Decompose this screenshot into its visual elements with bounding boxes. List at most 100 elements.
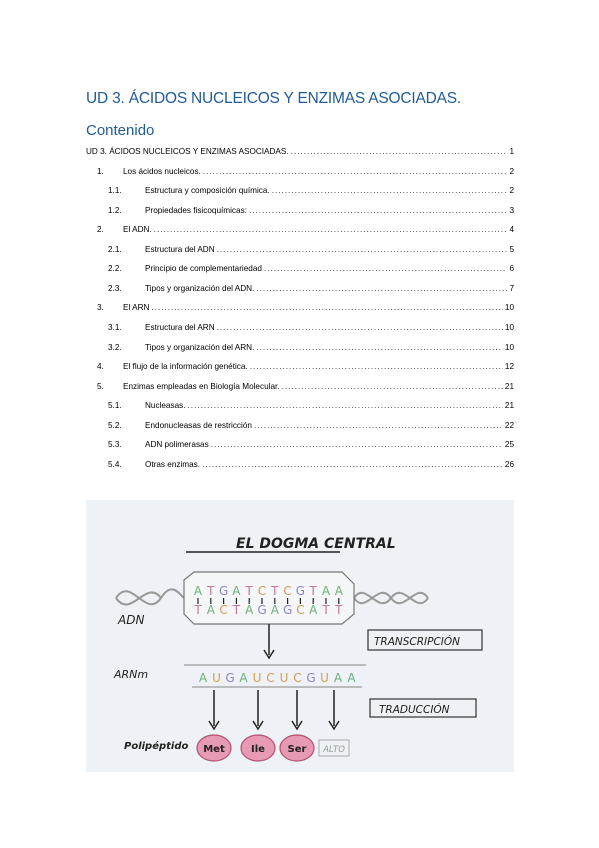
toc-entry-page: 12 [504, 362, 514, 372]
toc-entry[interactable]: 1.2.Propiedades fisicoquímicas:3 [86, 201, 514, 215]
dna-helix-left [115, 588, 185, 606]
toc-entry-page: 2 [509, 186, 514, 196]
dna-bottom-base: C [296, 603, 304, 617]
dna-bottom-base: C [219, 603, 227, 617]
traduccion-label: TRADUCCIÓN [379, 703, 450, 716]
toc-entry-number: 1.1. [108, 186, 122, 196]
figure-title: EL DOGMA CENTRAL [236, 536, 396, 552]
toc-entry-page: 21 [504, 381, 514, 391]
toc-entry-label: Nucleasas. [145, 401, 186, 411]
toc-leader-dots [272, 186, 508, 195]
amino-acid-label: Ser [288, 744, 307, 755]
toc-leader-dots [151, 303, 503, 312]
toc-entry-label: Tipos y organización del ADN. [145, 283, 255, 293]
toc-entry-number: 5.3. [108, 440, 122, 450]
translation-arrowhead [291, 720, 303, 731]
toc-entry-page: 21 [504, 401, 514, 411]
toc-entry-page: 26 [504, 459, 514, 469]
amino-acid-bead [196, 734, 232, 762]
toc-entry-page: 10 [504, 303, 514, 313]
toc-entry[interactable]: 5.3. ADN polimerasas 25 [86, 435, 514, 449]
dna-bottom-base: T [334, 603, 343, 617]
dna-top-base: A [322, 584, 331, 598]
toc-entry-label: Estructura y composición química. [145, 186, 270, 196]
arnm-label: ARNm [113, 668, 148, 681]
toc-leader-dots [256, 284, 507, 293]
dna-top-base: G [296, 584, 305, 598]
mrna-base: A [334, 671, 343, 685]
traduccion-box [369, 698, 477, 718]
mrna-base: U [320, 671, 329, 685]
toc-entry[interactable]: 2.El ADN.4 [86, 220, 514, 234]
dna-bottom-base: T [321, 603, 330, 617]
amino-acid-bead [279, 734, 315, 762]
toc-entry[interactable]: 5.2.Endonucleasas de restricción22 [86, 416, 514, 430]
toc-entry[interactable]: 2.3.Tipos y organización del ADN.7 [86, 279, 514, 293]
toc-leader-dots [188, 401, 503, 410]
toc-entry-page: 22 [504, 420, 514, 430]
toc-entry[interactable]: 3.El ARN10 [86, 298, 514, 312]
toc-entry[interactable]: 1.Los ácidos nucleicos.2 [86, 162, 514, 176]
dna-top-base: A [335, 584, 344, 598]
toc-entry-label: UD 3. ÁCIDOS NUCLEICOS Y ENZIMAS ASOCIAD… [86, 147, 289, 156]
mrna-base: G [306, 671, 315, 685]
mrna-base: A [239, 671, 248, 685]
mrna-base: U [253, 671, 262, 685]
dna-top-base: T [245, 584, 254, 598]
toc-entry[interactable]: 5.1.Nucleasas.21 [86, 396, 514, 410]
toc-entry-number: 5.4. [108, 459, 122, 469]
toc-entry[interactable]: 1.1. Estructura y composición química. 2 [86, 181, 514, 195]
toc-entry[interactable]: 4.El flujo de la información genética.12 [86, 357, 514, 371]
toc-leader-dots [202, 460, 503, 469]
toc-entry-label: Propiedades fisicoquímicas: [145, 205, 247, 215]
toc-entry[interactable]: 5.4. Otras enzimas. 26 [86, 455, 514, 469]
amino-acid-label: Met [203, 744, 225, 755]
adn-label: ADN [117, 613, 144, 627]
dna-bottom-base: A [245, 603, 254, 617]
dna-bottom-base: G [283, 603, 292, 617]
toc-entry-page: 25 [504, 440, 514, 450]
toc-leader-dots [256, 343, 503, 352]
toc-entry-label: El ADN. [123, 225, 152, 235]
toc-leader-dots [203, 167, 508, 176]
toc-entry[interactable]: 2.2. Principio de complementariedad 6 [86, 259, 514, 273]
toc-entry-label: Otras enzimas. [145, 459, 201, 469]
toc-entry-page: 2 [509, 166, 514, 176]
toc-entry-number: 3.1. [108, 322, 122, 332]
toc-entry-label: ADN polimerasas [145, 440, 209, 450]
toc-entry[interactable]: 3.1.Estructura del ARN10 [86, 318, 514, 332]
toc-entry[interactable]: 2.1.Estructura del ADN5 [86, 240, 514, 254]
toc-entry[interactable]: 5. Enzimas empleadas en Biología Molecula… [86, 377, 514, 391]
toc-entry-label: Tipos y organización del ARN. [145, 342, 255, 352]
dna-bottom-base: T [193, 603, 202, 617]
toc-title: Contenido [86, 122, 155, 139]
transcripcion-label: TRANSCRIPCIÓN [374, 635, 460, 648]
dna-top-base: C [283, 584, 291, 598]
toc-entry-label: Principio de complementariedad [145, 264, 262, 274]
mrna-base: U [280, 671, 289, 685]
toc-entry-label: Endonucleasas de restricción [145, 420, 252, 430]
toc-entry[interactable]: 3.2.Tipos y organización del ARN.10 [86, 338, 514, 352]
toc-entry[interactable]: UD 3. ÁCIDOS NUCLEICOS Y ENZIMAS ASOCIAD… [86, 142, 514, 156]
toc-entry-page: 5 [509, 244, 514, 254]
toc-entry-label: Enzimas empleadas en Biología Molecular. [123, 381, 280, 391]
dna-bottom-base: A [309, 603, 318, 617]
dna-top-base: A [232, 584, 241, 598]
toc-entry-number: 3. [97, 303, 104, 313]
toc-entry-number: 2.2. [108, 264, 122, 274]
toc-entry-number: 3.2. [108, 342, 122, 352]
dna-box [183, 571, 355, 625]
toc-entry-page: 1 [509, 147, 514, 156]
dna-top-base: C [258, 584, 266, 598]
toc-entry-number: 5. [97, 381, 104, 391]
polipeptido-label: Polipéptido [124, 740, 189, 752]
mrna-base: G [225, 671, 234, 685]
dna-bottom-base: A [271, 603, 280, 617]
dna-top-base: G [219, 584, 228, 598]
toc-entry-page: 6 [509, 264, 514, 274]
toc-leader-dots [154, 225, 508, 234]
dna-top-base: A [194, 584, 203, 598]
toc-leader-dots [211, 440, 503, 449]
toc-leader-dots [249, 206, 507, 215]
toc-entry-label: Estructura del ADN [145, 244, 215, 254]
